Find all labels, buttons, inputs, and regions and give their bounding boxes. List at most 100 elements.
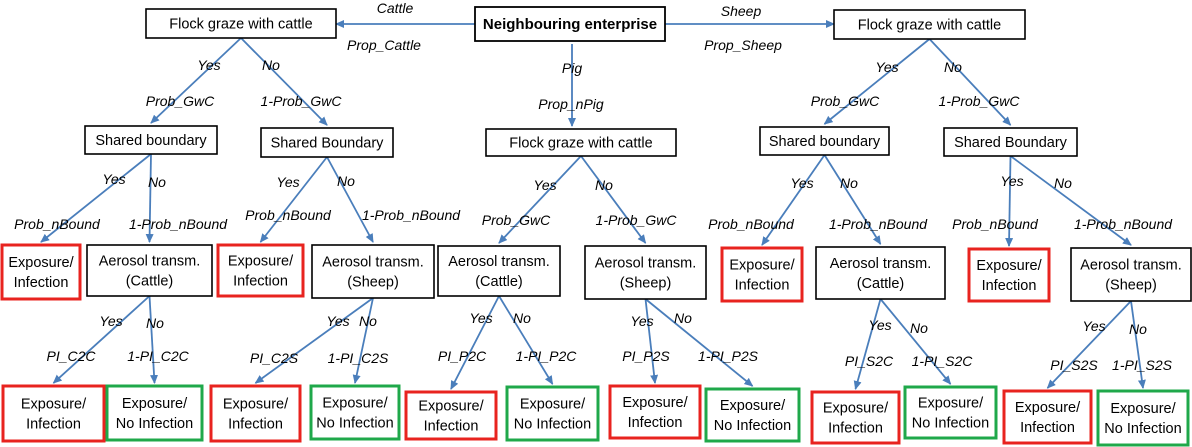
node-text-line: Exposure/ [1015,400,1081,416]
edge-label-lb-no: No [337,173,355,189]
edge-label-r-1prob-gwc: 1-Prob_GwC [939,93,1021,109]
node-box [404,390,498,441]
edge-label-a2-no: No [359,313,377,329]
edge-label-ra-no: No [840,175,858,191]
edge-label-a5-no: No [910,320,928,336]
edge-label-a6-1pi: 1-PI_S2S [1112,357,1173,373]
node-box [1,384,106,443]
node-text-line: No Infection [714,418,791,434]
node-text-line: Exposure/ [223,397,289,413]
edge-M_flock-to-MB_aer [580,155,647,244]
node-text-line: Exposure/ [729,258,795,274]
node-text-line: Shared Boundary [954,135,1068,151]
edge-label-la-prob-nbound: Prob_nBound [14,216,101,232]
node-text-line: Exposure/ [418,399,484,415]
node-box [0,243,82,301]
edge-label-r-prob-gwc: Prob_GwC [811,93,880,109]
node-box [720,246,804,303]
edge-label-l-yes: Yes [197,57,220,73]
node-text-line: No Infection [1104,421,1181,437]
edge-LA_shared-to-LA_aer [145,153,154,243]
edge-label-l-no: No [262,57,280,73]
node-text-line: Aerosol transm. [1080,258,1182,274]
node-text-line: Flock graze with cattle [858,18,1001,34]
edge-label-l-prob-gwc: Prob_GwC [146,93,215,109]
edge-label-l-1prob-gwc: 1-Prob_GwC [261,93,343,109]
node-box [309,384,401,441]
node-text-line: Shared Boundary [271,136,385,152]
node-box [145,8,337,39]
node-rb-exp: Exposure/Infection [967,247,1051,303]
edge-label-a4-no: No [674,310,692,326]
node-o7: Exposure/Infection [608,384,702,440]
node-text-line: Infection [26,417,81,433]
edge-MB_aer-to-O7 [644,298,659,384]
edge-label-a5-pi: PI_S2C [845,353,894,369]
node-o10: Exposure/No Infection [903,385,998,440]
node-o11: Exposure/Infection [1002,389,1093,445]
edge-label-prop-npig: Prop_nPig [538,96,604,112]
edge-label-a4-yes: Yes [630,313,653,329]
node-text-line: Exposure/ [720,398,786,414]
node-box [505,385,600,442]
node-box [311,244,435,299]
node-la-exp: Exposure/Infection [0,243,82,301]
node-box [1096,389,1190,447]
edge-R_flock-to-RB_shared [928,38,1012,126]
node-o8: Exposure/No Infection [704,387,801,443]
node-text-line: (Cattle) [475,274,523,290]
edge-label-r-no: No [944,59,962,75]
edge-label-pig: Pig [562,60,582,76]
edge-RA_aer-to-O10 [879,298,952,385]
node-text-line: Infection [1020,420,1075,436]
node-box [903,385,998,440]
node-ra-aer: Aerosol transm.(Cattle) [815,246,946,300]
edge-label-rb-yes: Yes [1000,173,1023,189]
node-box [704,387,801,443]
node-text-line: No Infection [912,416,989,432]
edge-label-a2-1pi: 1-PI_C2S [328,350,389,366]
edge-label-la-yes: Yes [102,171,125,187]
edge-RA_shared-to-RA_aer [823,154,882,245]
node-text-line: Exposure/ [1110,401,1176,417]
node-text-line: Infection [828,421,883,437]
node-o6: Exposure/No Infection [505,385,600,442]
node-text-line: Exposure/ [622,395,688,411]
edge-R_flock-to-RA_shared [823,38,931,125]
node-o9: Exposure/Infection [810,390,901,445]
node-text-line: Exposure/ [8,255,74,271]
node-box [209,384,302,443]
node-box [967,247,1051,303]
edge-label-ra-1prob-nbound: 1-Prob_nBound [829,216,928,232]
node-box [815,246,946,300]
node-text-line: Aerosol transm. [99,254,201,270]
edge-L_flock-to-LA_shared [150,37,242,124]
node-box [105,384,204,442]
node-box [260,127,394,158]
node-text-line: Aerosol transm. [448,254,550,270]
node-text-line: Infection [14,275,69,291]
node-lb-shared: Shared Boundary [260,127,394,158]
node-box [759,126,890,156]
edge-label-a2-pi: PI_C2S [250,350,299,366]
node-lb-exp: Exposure/Infection [216,243,305,298]
node-o1: Exposure/Infection [1,384,106,443]
edge-L_flock-to-LB_shared [240,37,328,126]
edge-label-lb-prob-nbound: Prob_nBound [245,207,332,223]
edge-label-a5-yes: Yes [868,317,891,333]
node-text-line: (Cattle) [857,276,905,292]
node-r-flock: Flock graze with cattle [833,9,1026,40]
node-box [1070,247,1192,302]
node-text-line: Infection [228,417,283,433]
edge-LA_shared-to-LA_exp [40,153,152,243]
edge-RB_aer-to-O11 [1046,300,1132,389]
edge-RB_shared-to-RB_aer [1009,155,1132,246]
edge-label-a2-yes: Yes [326,313,349,329]
node-box [84,125,218,155]
node-text-line: Aerosol transm. [322,255,424,271]
node-text-line: No Infection [316,416,393,432]
node-ra-exp: Exposure/Infection [720,246,804,303]
edge-MA_aer-to-O5 [450,295,500,390]
node-text-line: No Infection [116,416,193,432]
